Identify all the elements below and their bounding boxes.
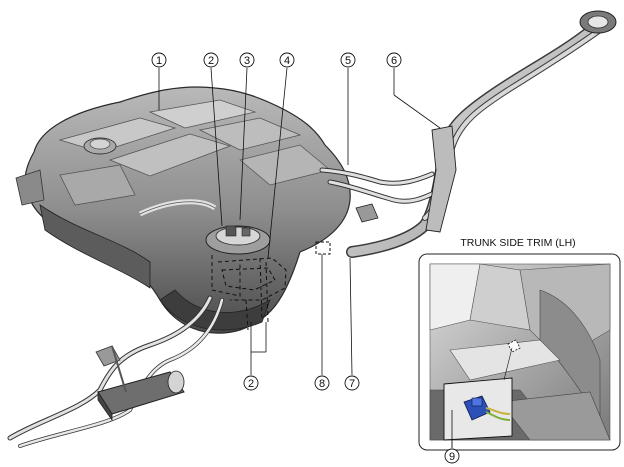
callout-8: 8 bbox=[314, 375, 330, 391]
hose-clamp bbox=[315, 241, 331, 255]
svg-text:3: 3 bbox=[244, 55, 250, 67]
inset-title: TRUNK SIDE TRIM (LH) bbox=[460, 237, 575, 249]
access-opening-marker bbox=[507, 339, 521, 353]
callout-3: 3 bbox=[239, 52, 255, 68]
callout-7: 7 bbox=[344, 375, 360, 391]
svg-text:2: 2 bbox=[208, 55, 214, 67]
callout-9: 9 bbox=[444, 410, 460, 464]
svg-text:7: 7 bbox=[349, 378, 355, 390]
svg-text:1: 1 bbox=[156, 55, 162, 67]
callout-5: 5 bbox=[340, 52, 356, 68]
filler-pipe-bracket bbox=[355, 125, 457, 233]
svg-text:9: 9 bbox=[449, 451, 455, 463]
callout-4: 4 bbox=[279, 52, 295, 68]
fuel-pump-connector bbox=[463, 395, 511, 421]
callout-2-bottom: 2 bbox=[243, 375, 259, 391]
callout-6: 6 bbox=[386, 52, 402, 68]
charcoal-canister bbox=[95, 345, 185, 422]
svg-text:6: 6 bbox=[391, 55, 397, 67]
callout-leaders bbox=[158, 67, 441, 376]
callout-1: 1 bbox=[151, 52, 167, 68]
fuel-pump-unit bbox=[205, 225, 271, 255]
svg-text:2: 2 bbox=[248, 378, 254, 390]
svg-text:5: 5 bbox=[345, 55, 351, 67]
trunk-side-trim-inset: TRUNK SIDE TRIM (LH) bbox=[418, 237, 621, 451]
fuel-tank bbox=[15, 86, 351, 334]
svg-text:4: 4 bbox=[284, 55, 290, 67]
filler-neck-cap bbox=[579, 10, 617, 34]
internal-fuel-components-dashed bbox=[211, 255, 287, 331]
callout-2-top: 2 bbox=[203, 52, 219, 68]
svg-text:8: 8 bbox=[319, 378, 325, 390]
